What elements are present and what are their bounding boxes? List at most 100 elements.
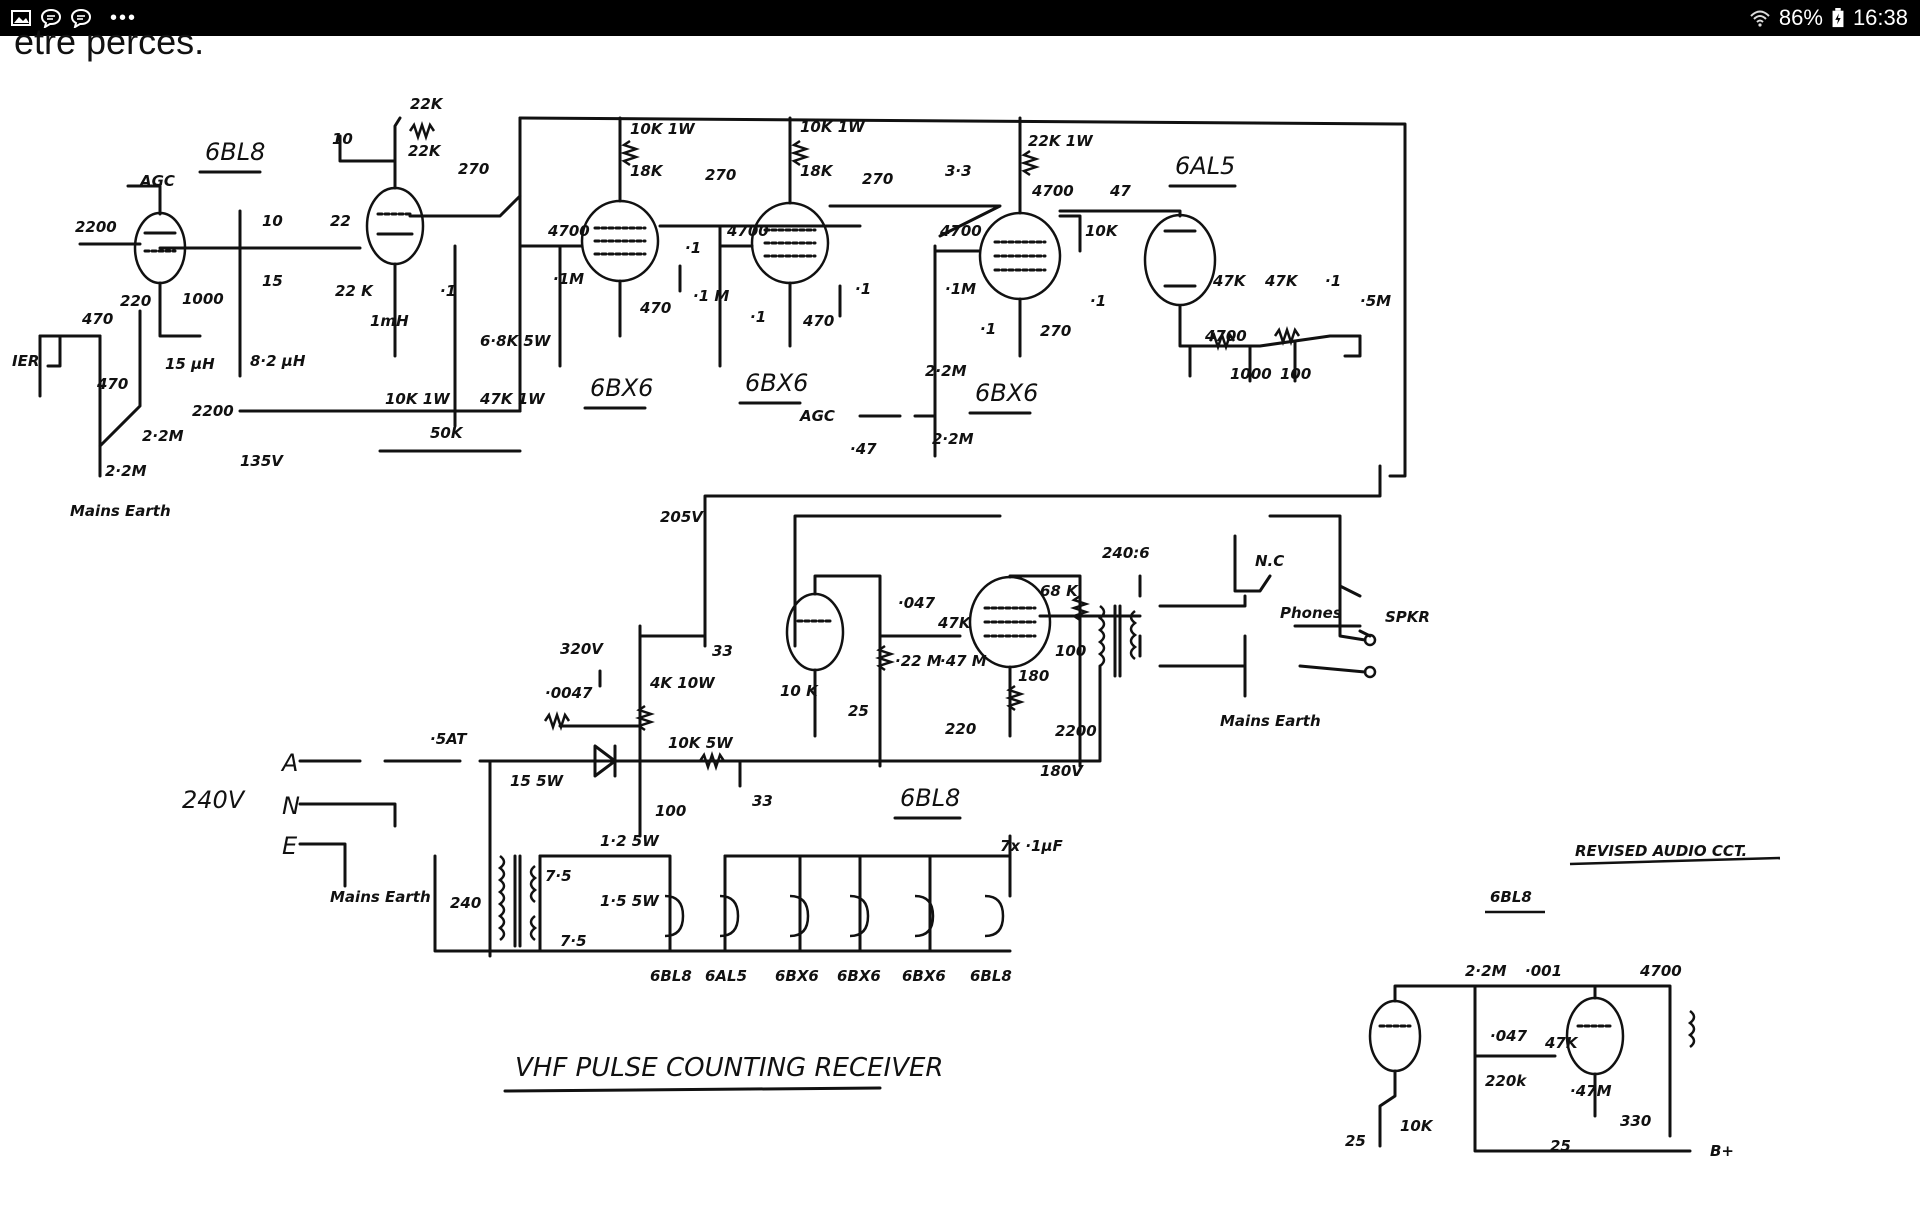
component-label-0: 6BL8 — [650, 967, 692, 985]
component-label-c33c: 33 — [752, 792, 773, 810]
component-label-2: 6BX6 — [775, 967, 819, 985]
component-label-c-1m: ·1 M — [693, 287, 729, 305]
component-label-r22m-b: 2·2M — [105, 462, 147, 480]
component-label-3: 6BX6 — [837, 967, 881, 985]
b-plus-rail — [238, 116, 1407, 648]
component-label-c-1f: ·1 — [980, 320, 996, 338]
tube-5-label: 6AL5 — [1175, 152, 1235, 180]
component-label-r10k: 10 K — [780, 682, 819, 700]
component-label-r4700e: 4700 — [1204, 327, 1247, 345]
status-bar-right: 86% 16:38 — [1749, 5, 1920, 31]
component-label-c1000: 1000 — [1230, 365, 1272, 383]
component-label-r180: 180 — [1018, 667, 1049, 685]
heater-sockets — [664, 894, 1005, 938]
more-dots-icon: ••• — [110, 6, 138, 29]
component-label-r47k1w: 47K 1W — [479, 390, 546, 408]
component-label-r47k: 47K — [1544, 1034, 1579, 1052]
chat-bubble-icon — [40, 8, 62, 28]
cropped-text-line: etre perces. — [14, 22, 205, 62]
component-label-agc2: AGC — [799, 407, 835, 425]
rectifier-diode — [593, 744, 617, 778]
component-label-e: E — [282, 832, 298, 860]
component-label-agc1: AGC — [139, 172, 175, 190]
component-label-r5m: ·5M — [1360, 292, 1391, 310]
component-label-r270: 270 — [1040, 322, 1071, 340]
component-label-caps: 7x ·1µF — [1000, 837, 1064, 855]
component-label-c25a: 25 — [1345, 1132, 1366, 1150]
component-label-r4700d: 4700 — [1031, 182, 1074, 200]
tube-2-label: 6BX6 — [590, 374, 653, 402]
component-label-r10k1w-b: 10K 1W — [630, 120, 696, 138]
component-label-r47k-a: 47K — [1212, 272, 1247, 290]
component-label-bplus: B+ — [1710, 1142, 1734, 1160]
component-label-r22k-b: 22K — [408, 142, 442, 160]
component-label-c-1a: ·1 — [440, 282, 456, 300]
component-label-a: A — [280, 749, 298, 777]
component-label-5: 6BL8 — [970, 967, 1012, 985]
component-label-r2200: 2200 — [1055, 722, 1097, 740]
component-label-c47pf: 47 — [1109, 182, 1131, 200]
schematic-title: VHF PULSE COUNTING RECEIVER — [515, 1053, 943, 1083]
component-label-r10k: 10K — [1400, 1117, 1434, 1135]
component-label-c100a: 100 — [1280, 365, 1311, 383]
tube-4-label: 6BX6 — [975, 379, 1038, 407]
psu-labels: 320V ·0047 4K 10W 33 ·5AT 15 5W 10K 5W 3… — [182, 640, 1064, 985]
status-bar: ••• 86% 16:38 — [0, 0, 1920, 36]
component-label-r22m: ·22 M — [895, 652, 942, 670]
component-label-r18k-a: 18K — [630, 162, 664, 180]
component-label-r10kb: 10K — [1085, 222, 1119, 240]
component-label-c25b: 25 — [1550, 1137, 1571, 1155]
component-label-v205: 205V — [660, 508, 704, 526]
tube-3-label: 6BX6 — [745, 369, 808, 397]
component-label-mains-earth3: Mains Earth — [330, 888, 431, 906]
schematic-drawing: 6BL8 6BX6 6BX6 6BX6 — [12, 95, 1781, 1160]
tube-3-6bx6 — [718, 116, 1002, 348]
component-label-c15b: 15 — [262, 272, 283, 290]
component-label-fuse: ·5AT — [430, 730, 468, 748]
component-label-r1ma: ·1M — [553, 270, 584, 288]
output-transformer — [1097, 604, 1138, 678]
component-label-l1mh: 1mH — [370, 312, 409, 330]
component-label-v75a: 7·5 — [545, 867, 572, 885]
status-bar-left: ••• — [0, 7, 137, 30]
component-label-1: 6AL5 — [705, 967, 747, 985]
component-label-r1000: 1000 — [182, 290, 224, 308]
component-label-r68k: 6·8K 5W — [480, 332, 552, 350]
component-label-v135: 135V — [240, 452, 284, 470]
component-label-c33a: 3·3 — [945, 162, 972, 180]
audio-labels: 205V ·047 47K ·47 M ·22 M 10 K 25 68 K 1… — [660, 508, 1430, 780]
component-label-t240: 240 — [450, 894, 481, 912]
chat-bubble-icon — [70, 8, 92, 28]
component-label-r22k: 22 K — [335, 282, 374, 300]
component-label-r12: 1·2 5W — [600, 832, 660, 850]
component-label-r220k: 220k — [1485, 1072, 1527, 1090]
component-label-tube: 6BL8 — [1490, 888, 1532, 906]
revised-labels: REVISED AUDIO CCT. 6BL8 2·2M ·001 4700 ·… — [1345, 842, 1781, 1160]
component-label-spkr: SPKR — [1385, 608, 1430, 626]
component-label-r50k: 50K — [430, 424, 464, 442]
component-label-r22k-top: 22K — [410, 95, 444, 113]
wifi-icon — [1750, 10, 1770, 27]
component-label-r22m-d: 2·2M — [932, 430, 974, 448]
component-label-title: REVISED AUDIO CCT. — [1575, 842, 1747, 860]
component-label-c047: ·047 — [1490, 1027, 1528, 1045]
schematic-canvas: 6BL8 6BX6 6BX6 6BX6 — [0, 36, 1920, 1200]
component-label-c25: 25 — [848, 702, 869, 720]
component-label-r47k: 47K — [937, 614, 972, 632]
battery-percent: 86% — [1778, 5, 1823, 30]
tube-4-6bx6 — [858, 116, 1142, 458]
component-label-r22m-c: 2·2M — [925, 362, 967, 380]
speaker-jacks — [1298, 584, 1377, 679]
component-label-r220: 220 — [120, 292, 151, 310]
component-label-c470b: 470 — [96, 375, 128, 393]
component-label-mains-earth2: Mains Earth — [1220, 712, 1321, 730]
component-label-c0047: ·0047 — [545, 684, 593, 702]
tube-5-6al5 — [1138, 209, 1362, 383]
component-label-c270a: 270 — [458, 160, 489, 178]
power-supply — [298, 624, 1102, 958]
tube-2-6bx6 — [518, 116, 862, 368]
component-label-r330: 330 — [1620, 1112, 1651, 1130]
component-label-c2200: 2200 — [75, 218, 117, 236]
clock: 16:38 — [1852, 5, 1908, 30]
component-label-c001: ·001 — [1525, 962, 1562, 980]
